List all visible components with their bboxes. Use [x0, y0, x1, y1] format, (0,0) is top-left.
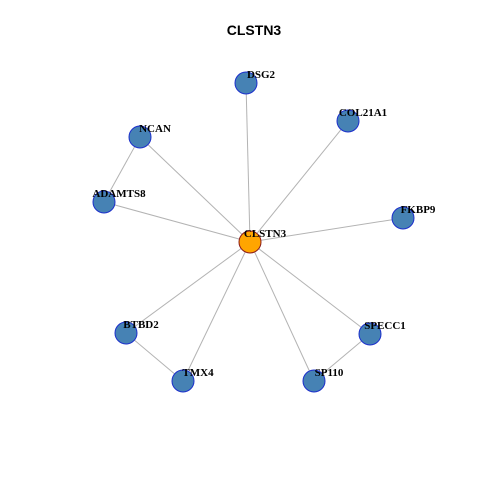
node-circle [171, 369, 195, 393]
node-specc1: SPECC1 [358, 320, 406, 346]
node-circle [336, 109, 360, 133]
edge-clstn3-dsg2 [245, 82, 251, 243]
edge-clstn3-ncan [139, 136, 251, 243]
edge-clstn3-adamts8 [103, 201, 251, 243]
node-label: NCAN [139, 123, 171, 135]
node-label: DSG2 [247, 69, 276, 81]
node-label: COL21A1 [339, 107, 387, 119]
node-circle [114, 321, 138, 345]
node-fkbp9: FKBP9 [391, 204, 436, 230]
node-label: CLSTN3 [244, 228, 287, 240]
node-clstn3: CLSTN3 [238, 228, 287, 254]
node-label: BTBD2 [123, 319, 159, 331]
node-label: TMX4 [182, 367, 214, 379]
node-label: ADAMTS8 [92, 188, 146, 200]
node-circle [128, 125, 152, 149]
edge-clstn3-specc1 [249, 241, 371, 335]
node-label: FKBP9 [401, 204, 436, 216]
graph-title: CLSTN3 [227, 22, 282, 38]
node-label: SP110 [315, 367, 344, 379]
node-circle [391, 206, 415, 230]
edge-clstn3-btbd2 [125, 241, 251, 334]
node-tmx4: TMX4 [171, 367, 214, 393]
node-sp110: SP110 [302, 367, 344, 393]
node-circle [234, 71, 258, 95]
node-btbd2: BTBD2 [114, 319, 159, 345]
node-ncan: NCAN [128, 123, 171, 149]
edge-clstn3-fkbp9 [249, 217, 404, 243]
node-circle [358, 322, 382, 346]
node-circle [92, 190, 116, 214]
node-dsg2: DSG2 [234, 69, 276, 95]
edge-btbd2-tmx4 [125, 332, 184, 382]
edge-layer [103, 82, 404, 382]
edge-ncan-adamts8 [103, 136, 141, 203]
node-col21a1: COL21A1 [336, 107, 387, 133]
node-circle [302, 369, 326, 393]
edge-clstn3-sp110 [249, 241, 315, 382]
edge-clstn3-tmx4 [182, 241, 251, 382]
edge-clstn3-col21a1 [249, 120, 349, 243]
node-adamts8: ADAMTS8 [92, 188, 146, 214]
node-circle [238, 230, 262, 254]
edge-specc1-sp110 [313, 333, 371, 382]
node-label: SPECC1 [364, 320, 406, 332]
